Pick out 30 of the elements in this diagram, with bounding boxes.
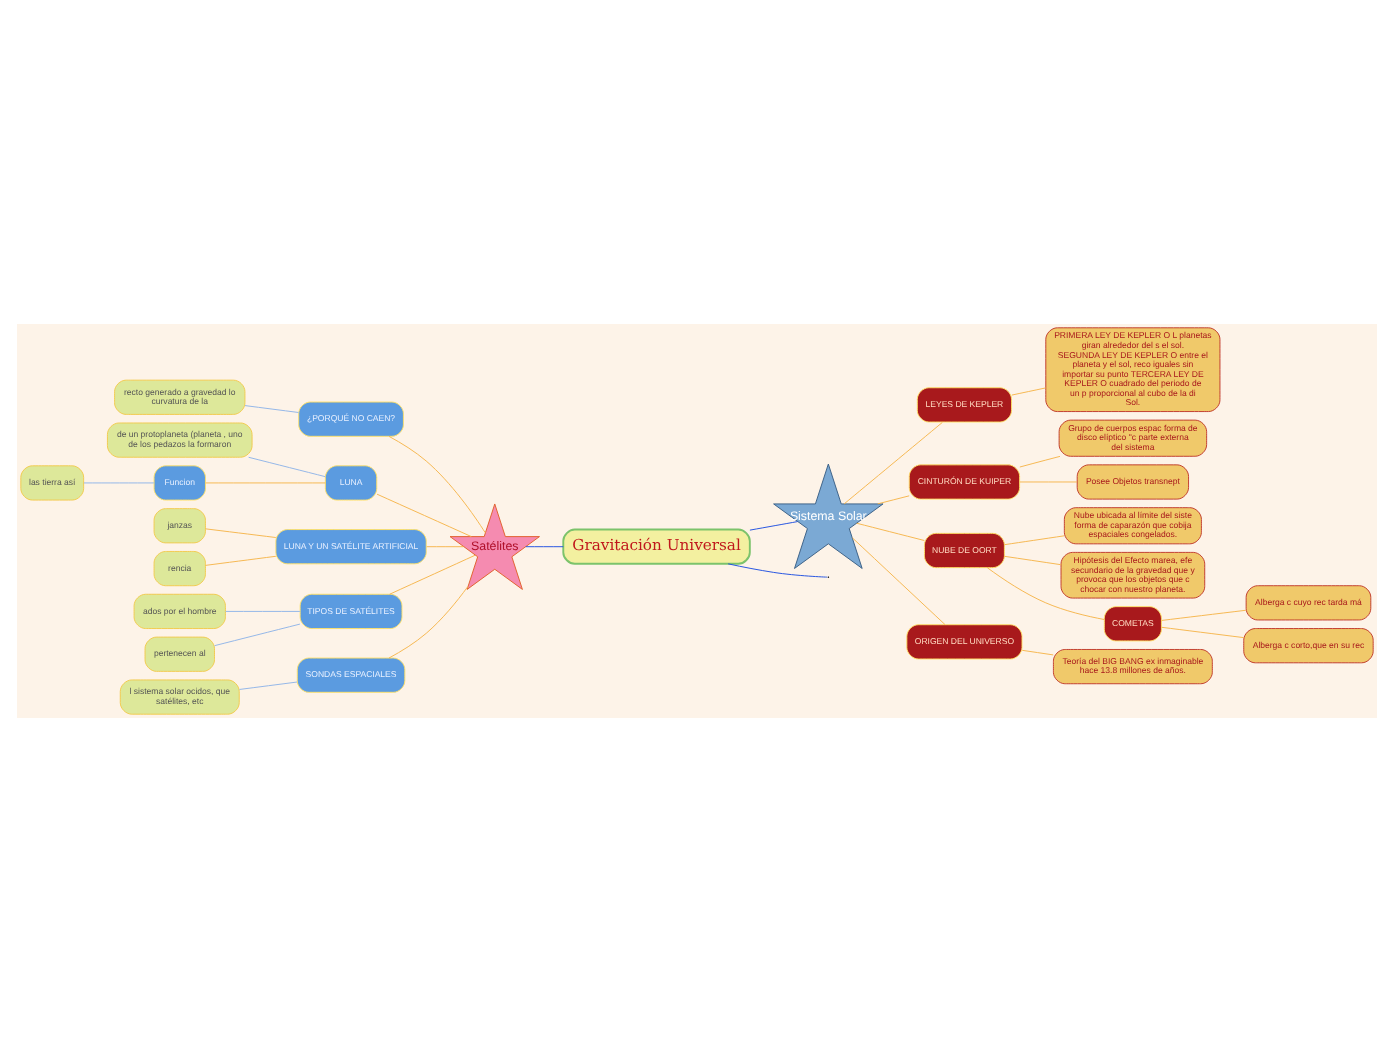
- connector: [843, 420, 943, 504]
- connector: [525, 545, 564, 547]
- connector: [214, 622, 301, 646]
- connector: [877, 494, 910, 504]
- connector: [225, 609, 301, 611]
- connector: [389, 553, 476, 594]
- connector: [749, 520, 799, 530]
- connector: [1161, 625, 1245, 638]
- connector: [205, 527, 277, 537]
- connector: [1019, 454, 1061, 467]
- connector: [1011, 386, 1047, 395]
- connector: [83, 481, 155, 483]
- connector: [205, 481, 326, 483]
- connector: [388, 434, 486, 533]
- connector: [205, 554, 277, 565]
- connector: [986, 566, 1105, 619]
- connector: [1161, 608, 1247, 620]
- connector: [727, 562, 828, 577]
- connector: [239, 680, 298, 689]
- connector: [851, 536, 946, 625]
- connector: [1003, 554, 1062, 565]
- connector: [376, 492, 472, 537]
- connector: [1003, 534, 1065, 545]
- connector: [244, 404, 299, 412]
- connector: [856, 521, 925, 540]
- connector: [1021, 648, 1054, 655]
- connector: [426, 545, 465, 547]
- connector: [248, 455, 326, 477]
- connector: [1019, 480, 1078, 482]
- connector: [388, 585, 469, 658]
